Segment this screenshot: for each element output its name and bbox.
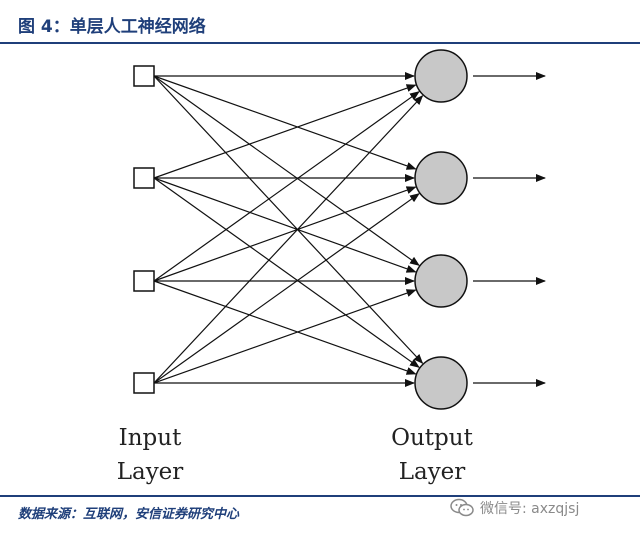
title-divider <box>0 42 640 44</box>
input-node-1 <box>133 65 155 87</box>
input-node-2 <box>133 167 155 189</box>
input-layer-label: Input Layer <box>80 421 220 489</box>
source-note: 数据来源：互联网，安信证券研究中心 <box>18 507 240 522</box>
output-label-line-2: Layer <box>398 459 466 485</box>
neural-network-diagram <box>133 49 546 410</box>
connection-edges <box>153 72 424 387</box>
edge-3-to-1 <box>153 91 420 282</box>
output-node-3 <box>414 254 468 308</box>
input-label-line-1: Input <box>118 425 182 451</box>
edge-2-to-4 <box>153 177 420 368</box>
figure-title: 图 4：单层人工神经网络 <box>18 17 206 37</box>
edge-4-to-3 <box>153 289 417 384</box>
output-node-2 <box>414 151 468 205</box>
input-label-line-2: Layer <box>116 459 184 485</box>
watermark-text: 微信号: axzqjsj <box>480 501 580 517</box>
edge-4-to-2 <box>153 193 420 384</box>
wechat-watermark: 微信号: axzqjsj <box>450 495 579 521</box>
edge-4-to-1 <box>153 94 424 384</box>
wechat-icon <box>450 498 474 518</box>
input-node-4 <box>133 372 155 394</box>
edge-3-to-4 <box>153 280 417 375</box>
edge-1-to-4 <box>153 75 424 365</box>
output-arrows <box>473 72 546 387</box>
footer-divider <box>0 495 640 497</box>
edge-3-to-2 <box>153 186 417 282</box>
input-nodes <box>133 65 155 394</box>
edge-1-to-2 <box>153 75 417 170</box>
output-label-line-1: Output <box>391 425 473 451</box>
output-layer-label: Output Layer <box>362 421 502 489</box>
edge-2-to-3 <box>153 177 417 273</box>
output-nodes <box>414 49 468 410</box>
edge-2-to-1 <box>153 84 417 179</box>
input-node-3 <box>133 270 155 292</box>
edge-1-to-3 <box>153 75 420 266</box>
output-node-1 <box>414 49 468 103</box>
output-node-4 <box>414 356 468 410</box>
